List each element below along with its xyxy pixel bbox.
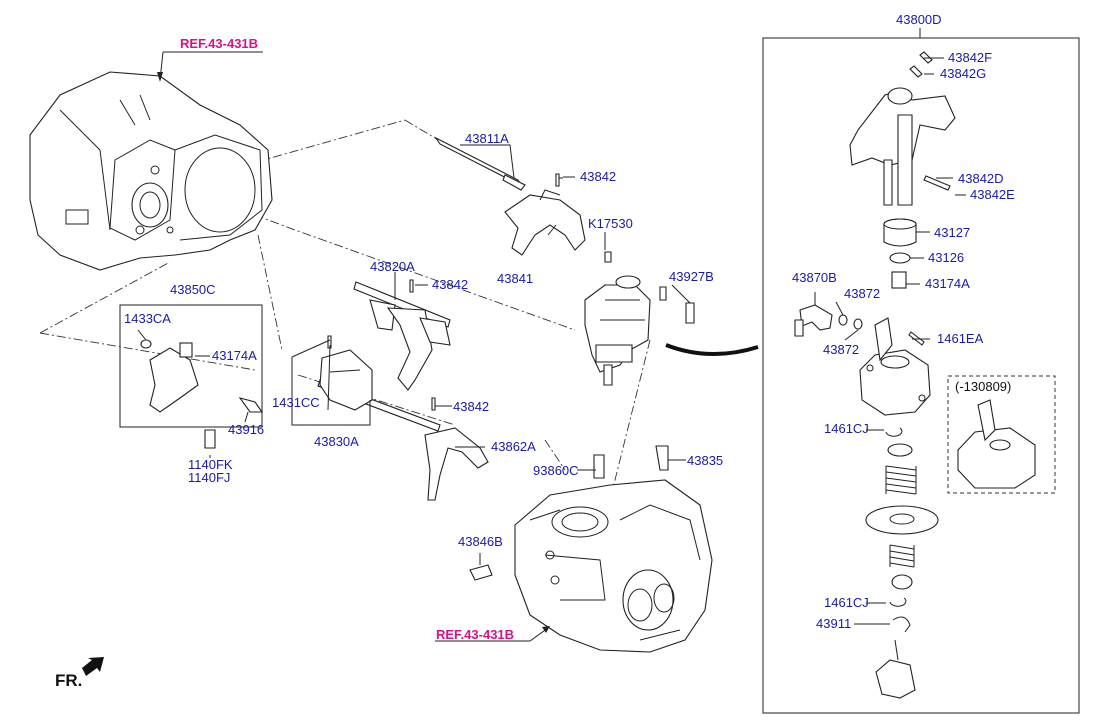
part-label-43862A[interactable]: 43862A bbox=[491, 439, 536, 454]
part-label-43842-lower[interactable]: 43842 bbox=[453, 399, 490, 414]
part-label-43846B[interactable]: 43846B bbox=[458, 534, 503, 549]
part-label-1140FJ[interactable]: 1140FJ bbox=[188, 470, 231, 485]
shift-rail-43811A bbox=[434, 136, 526, 191]
spring-lower bbox=[889, 544, 915, 568]
part-label-43872-lower[interactable]: 43872 bbox=[823, 342, 860, 357]
part-label-43127[interactable]: 43127 bbox=[934, 225, 971, 240]
part-label-43842D[interactable]: 43842D bbox=[958, 171, 1004, 186]
plug-43846B bbox=[469, 564, 493, 581]
bracket-43850C bbox=[119, 304, 263, 428]
switch-93860C bbox=[593, 454, 605, 479]
part-label-43911[interactable]: 43911 bbox=[816, 616, 852, 631]
reference-label-bottom[interactable]: REF.43-431B bbox=[436, 627, 515, 642]
damper-43127 bbox=[883, 218, 917, 247]
assembly-pointer-arrow bbox=[665, 343, 759, 356]
part-label-93860C[interactable]: 93860C bbox=[533, 463, 579, 478]
part-label-K17530[interactable]: K17530 bbox=[588, 216, 633, 231]
part-label-43811A[interactable]: 43811A bbox=[465, 131, 509, 146]
part-label-1461CJ-lower[interactable]: 1461CJ bbox=[824, 595, 869, 610]
shift-control-housing bbox=[584, 251, 695, 386]
part-label-43842F[interactable]: 43842F bbox=[948, 50, 993, 65]
bushing-43126 bbox=[889, 252, 911, 264]
front-direction-label: FR. bbox=[55, 671, 83, 690]
shift-fork-43862A bbox=[424, 427, 489, 501]
shift-rail-43820A bbox=[353, 281, 451, 391]
shift-rail-43830A bbox=[317, 349, 441, 432]
shift-fork-43841 bbox=[504, 189, 586, 256]
part-label-43842-top[interactable]: 43842 bbox=[580, 169, 617, 184]
plug-43835 bbox=[655, 445, 669, 471]
part-label-1431CC[interactable]: 1431CC bbox=[272, 395, 320, 410]
part-label-43174A-left[interactable]: 43174A bbox=[212, 348, 257, 363]
part-label-43916[interactable]: 43916 bbox=[228, 422, 265, 437]
part-label-43126[interactable]: 43126 bbox=[928, 250, 965, 265]
part-label-43842E[interactable]: 43842E bbox=[970, 187, 1015, 202]
part-label-43870B[interactable]: 43870B bbox=[792, 270, 837, 285]
part-label-1433CA[interactable]: 1433CA bbox=[124, 311, 171, 326]
part-label-43830A[interactable]: 43830A bbox=[314, 434, 359, 449]
variant-inset-label: (-130809) bbox=[955, 379, 1012, 394]
selector-lever bbox=[875, 659, 916, 699]
part-label-43842-middle[interactable]: 43842 bbox=[432, 277, 469, 292]
part-label-43927B[interactable]: 43927B bbox=[669, 269, 714, 284]
part-label-43820A[interactable]: 43820A bbox=[370, 259, 415, 274]
part-label-43842G[interactable]: 43842G bbox=[940, 66, 987, 81]
cover-housing bbox=[859, 317, 931, 416]
part-label-1140FK[interactable]: 1140FK bbox=[188, 457, 233, 472]
spring-upper bbox=[885, 465, 917, 495]
part-label-43850C[interactable]: 43850C bbox=[170, 282, 216, 297]
part-label-43800D[interactable]: 43800D bbox=[896, 12, 942, 27]
assembly-43800D-frame bbox=[762, 37, 1080, 714]
part-label-43174A-right[interactable]: 43174A bbox=[925, 276, 970, 291]
part-label-1461CJ-upper[interactable]: 1461CJ bbox=[824, 421, 869, 436]
part-label-43872-upper[interactable]: 43872 bbox=[844, 286, 881, 301]
reference-label-top[interactable]: REF.43-431B bbox=[180, 36, 259, 51]
part-label-43835[interactable]: 43835 bbox=[687, 453, 724, 468]
part-label-1461EA[interactable]: 1461EA bbox=[937, 331, 984, 346]
clutch-housing bbox=[29, 71, 273, 271]
shift-lever-43870B bbox=[794, 304, 833, 337]
shift-lever-assembly bbox=[849, 87, 956, 206]
part-label-43841[interactable]: 43841 bbox=[497, 271, 534, 286]
transmission-case bbox=[514, 479, 713, 653]
bushing-43174A bbox=[891, 271, 907, 289]
front-arrow-icon bbox=[82, 657, 104, 676]
retainer-plate bbox=[865, 505, 939, 535]
cover-variant-130809 bbox=[957, 399, 1036, 489]
